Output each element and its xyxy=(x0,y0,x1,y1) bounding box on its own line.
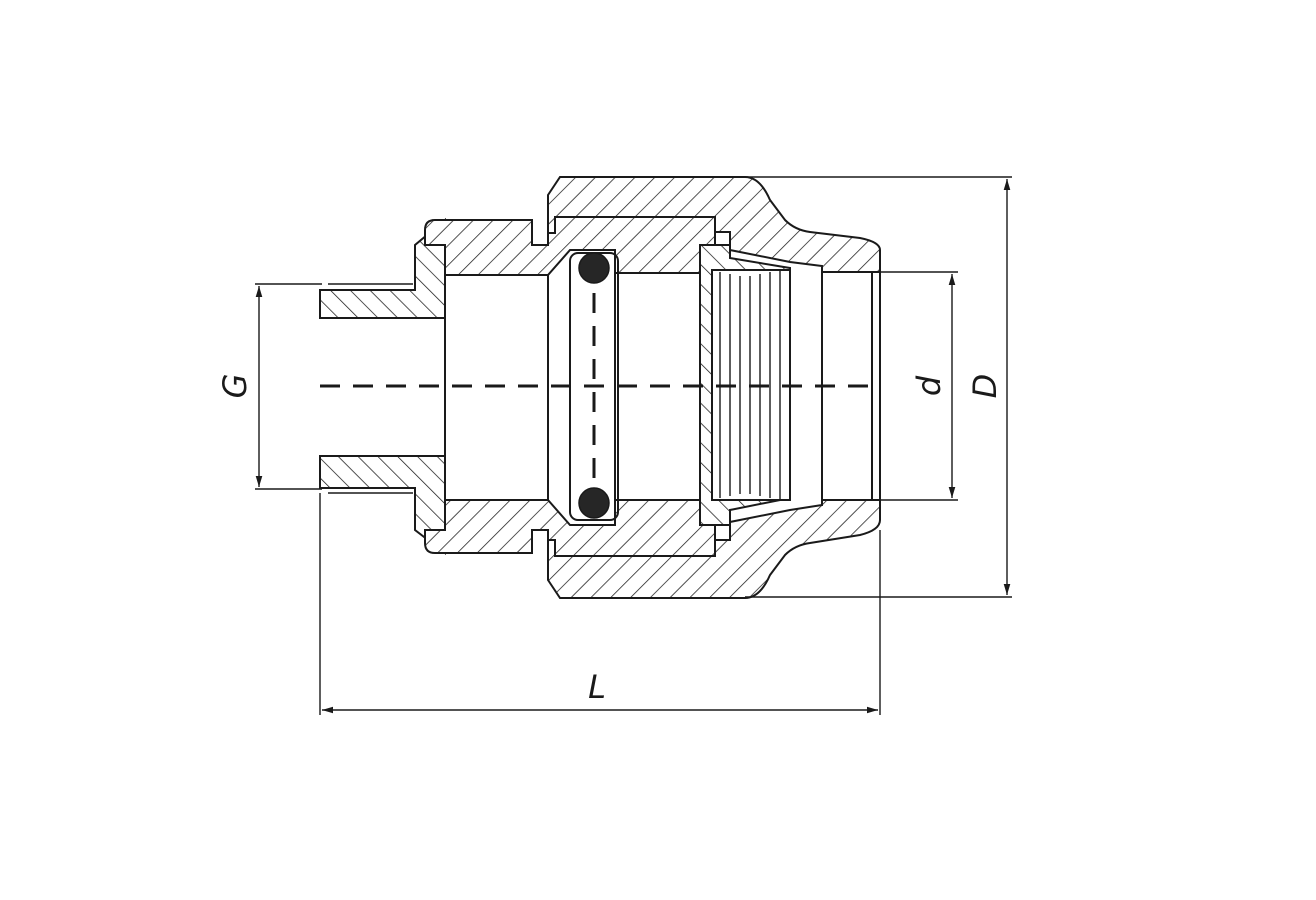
dimension-g: G xyxy=(216,283,322,490)
oring-top xyxy=(578,252,610,284)
clamp-ring xyxy=(699,244,791,526)
oring-bottom xyxy=(578,487,610,519)
dimension-d: d xyxy=(880,271,958,501)
dimension-l: L xyxy=(319,493,881,715)
dimension-big-d-label: D xyxy=(966,374,1004,399)
dimension-l-label: L xyxy=(588,668,606,706)
dimension-big-d: D xyxy=(745,176,1012,598)
dimension-g-label: G xyxy=(216,374,254,399)
oring-groove xyxy=(569,252,619,521)
dimension-d-label: d xyxy=(910,375,948,396)
compression-nut xyxy=(547,176,881,599)
